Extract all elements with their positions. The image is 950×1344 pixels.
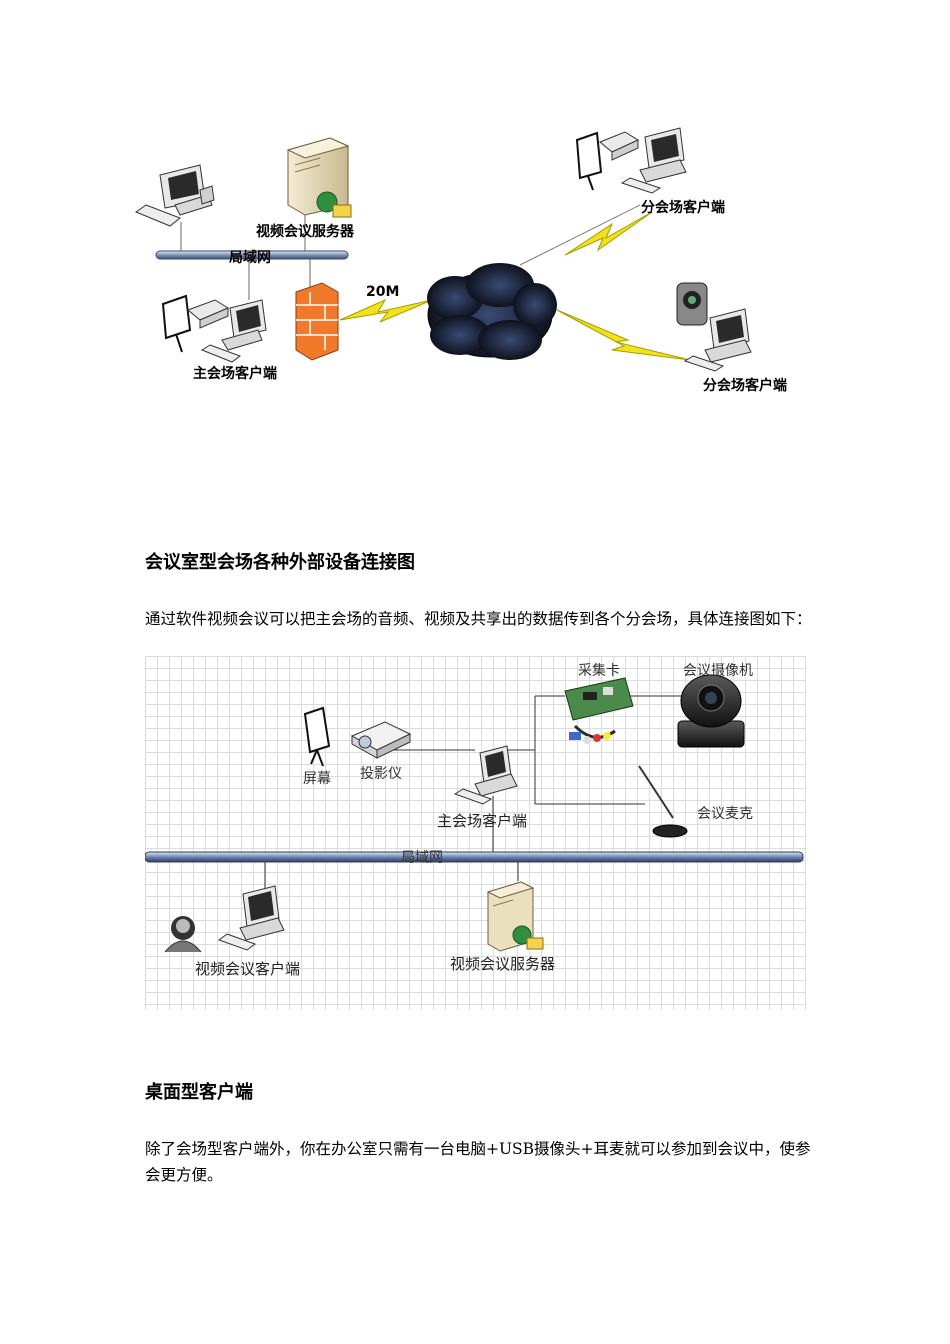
server-icon — [486, 881, 544, 952]
section-paragraph: 除了会场型客户端外，你在办公室只需有一台电脑+USB摄像头+耳麦就可以参加到会议… — [145, 1140, 811, 1184]
lan-bus — [145, 851, 804, 863]
internet-cloud-icon — [427, 263, 557, 360]
computer-icon — [217, 885, 285, 951]
video-client-label: 视频会议客户端 — [195, 960, 301, 978]
server-icon — [286, 137, 352, 218]
computer-icon — [134, 164, 215, 227]
projection-screen-icon — [303, 706, 331, 767]
computer-icon — [453, 745, 518, 805]
section-heading: 会议室型会场各种外部设备连接图 — [145, 552, 415, 573]
firewall-icon — [295, 282, 339, 361]
lan-bus — [155, 250, 349, 260]
main-client-label: 主会场客户端 — [193, 366, 277, 382]
network-diagram-top: 视频会议服务器 局域网 20M 主会场客户端 分会场客户端 分会场客户端 — [0, 0, 950, 420]
capture-card-label: 采集卡 — [578, 663, 620, 679]
webcam-icon — [676, 282, 708, 326]
computer-icon — [683, 308, 752, 372]
bandwidth-label: 20M — [366, 284, 400, 300]
branch-client-label: 分会场客户端 — [703, 378, 787, 394]
wan-link-bolt — [339, 211, 691, 361]
server-label: 视频会议服务器 — [256, 224, 354, 240]
screen-label: 屏幕 — [303, 771, 331, 787]
lan-label: 局域网 — [401, 850, 443, 866]
computer-icon — [620, 127, 687, 194]
branch-client-label: 分会场客户端 — [641, 200, 725, 216]
user-headset-icon — [164, 916, 202, 953]
projection-screen-icon — [575, 131, 603, 191]
section-paragraph: 通过软件视频会议可以把主会场的音频、视频及共享出的数据传到各个分会场，具体连接图… — [145, 610, 812, 628]
camera-label: 会议摄像机 — [683, 663, 753, 679]
section-heading: 桌面型客户端 — [145, 1082, 253, 1103]
lan-label: 局域网 — [229, 250, 271, 266]
server-label: 视频会议服务器 — [450, 955, 556, 973]
projector-icon — [350, 721, 412, 759]
projection-screen-icon — [161, 294, 192, 353]
capture-card-icon — [564, 677, 634, 744]
projector-icon — [599, 131, 640, 161]
conference-camera-icon — [677, 674, 745, 748]
computer-icon — [200, 299, 267, 363]
microphone-icon — [638, 765, 688, 838]
main-client-label: 主会场客户端 — [437, 812, 528, 830]
microphone-label: 会议麦克 — [697, 806, 753, 822]
projector-label: 投影仪 — [360, 766, 402, 782]
conference-room-diagram: 采集卡 会议摄像机 屏幕 投影仪 会议麦克 主会场客户端 局域网 视频会议客户端… — [145, 656, 806, 1010]
projector-icon — [187, 299, 230, 329]
